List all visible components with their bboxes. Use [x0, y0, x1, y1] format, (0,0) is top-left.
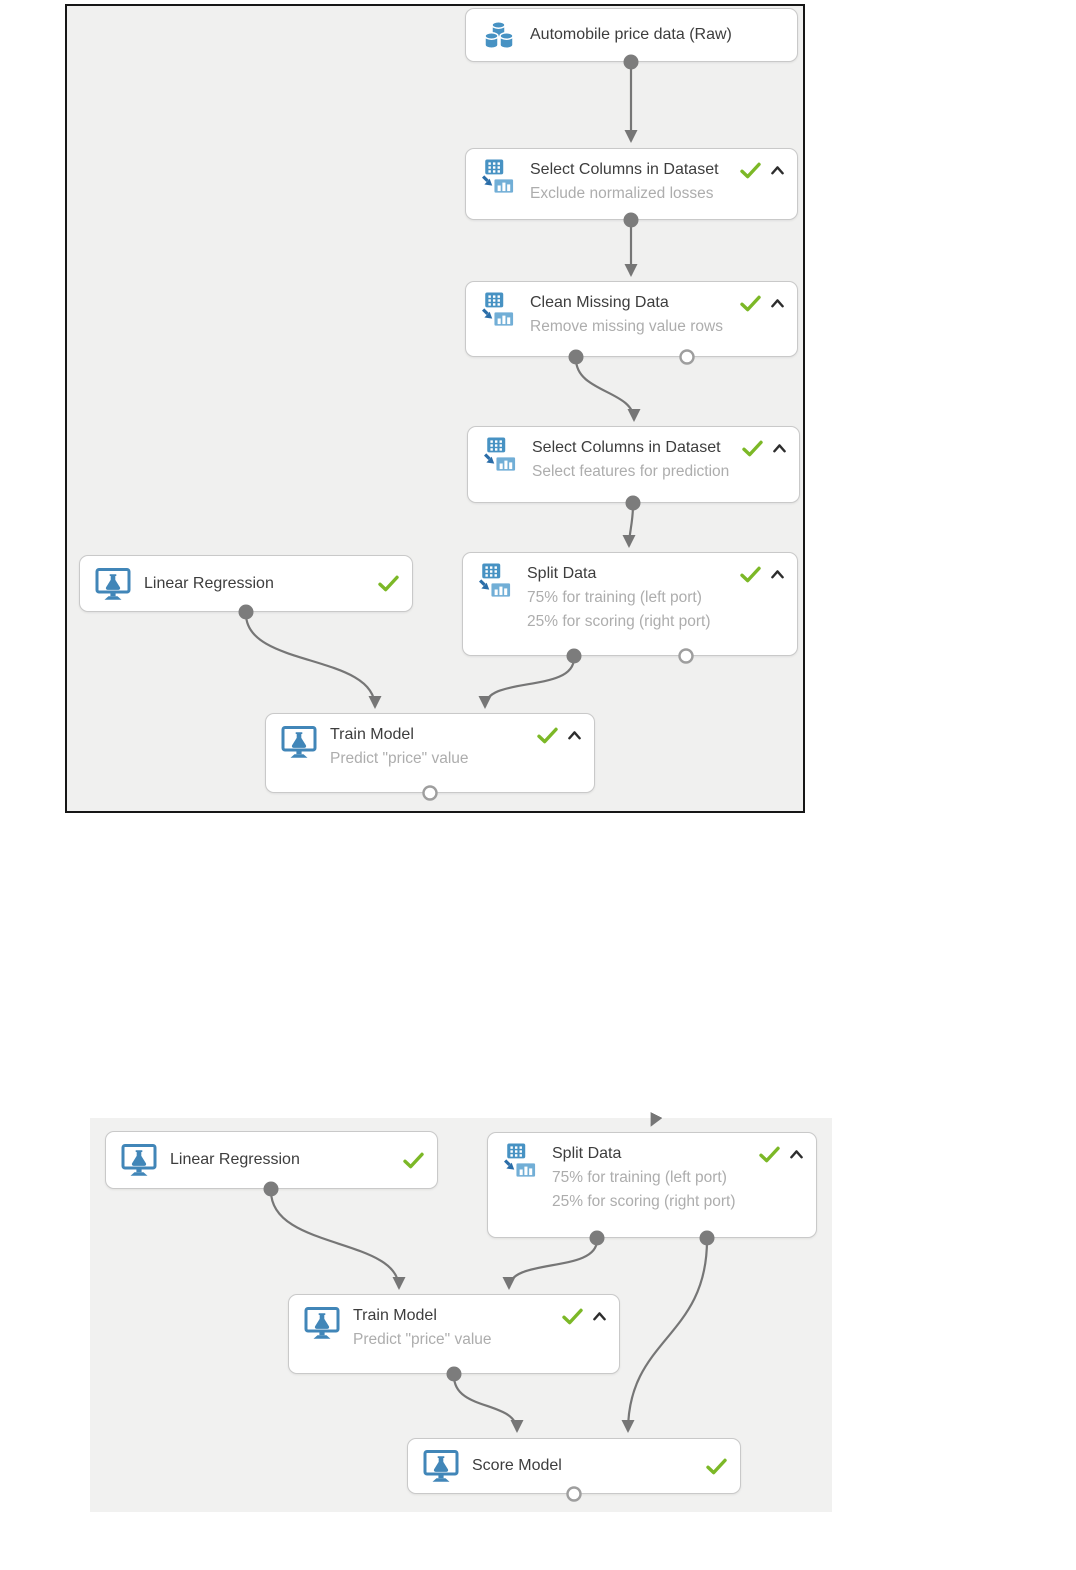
- collapse-chevron-icon[interactable]: [790, 1149, 803, 1159]
- success-check-icon: [562, 1308, 583, 1325]
- collapse-chevron-icon[interactable]: [771, 569, 784, 579]
- success-check-icon: [740, 162, 761, 179]
- collapse-chevron-icon[interactable]: [568, 730, 581, 740]
- module-select-columns-1[interactable]: Select Columns in Dataset Exclude normal…: [465, 148, 798, 220]
- module-linear-regression-1[interactable]: Linear Regression: [79, 555, 413, 612]
- module-title: Train Model: [353, 1307, 437, 1324]
- train-model-icon: [281, 724, 317, 760]
- module-clean-missing-data[interactable]: Clean Missing Data Remove missing value …: [465, 281, 798, 357]
- module-comment: Exclude normalized losses: [530, 185, 714, 202]
- experiment-canvas-training[interactable]: [65, 4, 805, 813]
- module-title: Score Model: [472, 1457, 562, 1474]
- module-split-data-2[interactable]: Split Data 75% for training (left port) …: [487, 1132, 817, 1238]
- success-check-icon: [706, 1458, 727, 1475]
- module-comment: Remove missing value rows: [530, 318, 723, 335]
- success-check-icon: [759, 1146, 780, 1163]
- collapse-chevron-icon[interactable]: [773, 443, 786, 453]
- module-train-model-1[interactable]: Train Model Predict "price" value: [265, 713, 595, 793]
- module-comment-line1: 75% for training (left port): [527, 589, 702, 606]
- success-check-icon: [537, 727, 558, 744]
- module-linear-regression-2[interactable]: Linear Regression: [105, 1131, 438, 1189]
- module-automobile-price-data[interactable]: Automobile price data (Raw): [465, 8, 798, 62]
- linear-regression-icon: [95, 566, 131, 602]
- select-columns-icon: [483, 437, 519, 473]
- success-check-icon: [740, 566, 761, 583]
- success-check-icon: [740, 295, 761, 312]
- module-comment-line2: 25% for scoring (right port): [552, 1192, 736, 1210]
- score-model-icon: [423, 1448, 459, 1484]
- success-check-icon: [403, 1152, 424, 1169]
- linear-regression-icon: [121, 1142, 157, 1178]
- select-columns-icon: [481, 159, 517, 195]
- split-data-icon: [478, 563, 514, 599]
- module-score-model[interactable]: Score Model: [407, 1438, 741, 1494]
- module-train-model-2[interactable]: Train Model Predict "price" value: [288, 1294, 620, 1374]
- module-title: Clean Missing Data: [530, 294, 669, 311]
- dataset-icon: [481, 17, 517, 53]
- module-comment-line1: 75% for training (left port): [552, 1169, 727, 1186]
- module-comment-line2: 25% for scoring (right port): [527, 612, 711, 630]
- success-check-icon: [742, 440, 763, 457]
- module-title: Automobile price data (Raw): [530, 26, 732, 43]
- module-title: Linear Regression: [170, 1151, 300, 1168]
- module-split-data-1[interactable]: Split Data 75% for training (left port) …: [462, 552, 798, 656]
- collapse-chevron-icon[interactable]: [771, 165, 784, 175]
- module-title: Linear Regression: [144, 574, 274, 592]
- module-comment: Select features for prediction: [532, 463, 730, 480]
- module-title: Split Data: [552, 1145, 622, 1162]
- collapse-chevron-icon[interactable]: [593, 1311, 606, 1321]
- module-title: Train Model: [330, 726, 414, 743]
- module-title: Split Data: [527, 565, 597, 582]
- module-comment: Predict "price" value: [330, 750, 469, 767]
- module-title: Select Columns in Dataset: [532, 439, 721, 456]
- module-select-columns-2[interactable]: Select Columns in Dataset Select feature…: [467, 426, 800, 503]
- train-model-icon: [304, 1305, 340, 1341]
- clean-missing-data-icon: [481, 292, 517, 328]
- success-check-icon: [378, 575, 399, 592]
- module-comment: Predict "price" value: [353, 1331, 492, 1348]
- collapse-chevron-icon[interactable]: [771, 298, 784, 308]
- module-title: Select Columns in Dataset: [530, 161, 719, 178]
- split-data-icon: [503, 1143, 539, 1179]
